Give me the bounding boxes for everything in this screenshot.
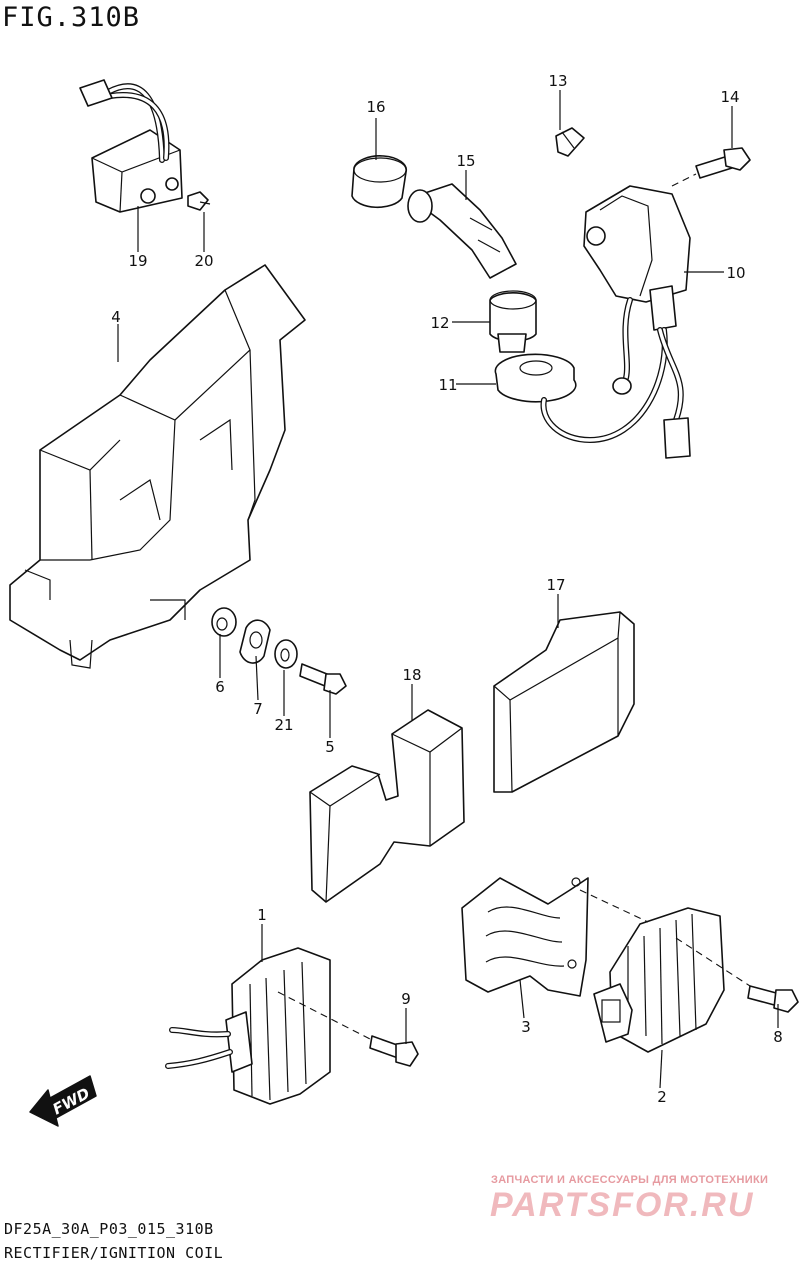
callout-2: 2: [657, 1088, 667, 1106]
callout-10: 10: [726, 264, 745, 282]
leader-lines: [117, 90, 779, 1089]
part-2-rectifier[interactable]: [593, 907, 725, 1053]
part-5-bolt[interactable]: [299, 663, 347, 695]
callout-labels: 1 2 3 4 5 6 7 8 9 10 11 12 13 14 15 16 1…: [111, 72, 783, 1106]
part-21-washer[interactable]: [274, 639, 298, 669]
callout-12: 12: [430, 314, 449, 332]
callout-18: 18: [402, 666, 421, 684]
callout-20: 20: [194, 252, 213, 270]
callout-8: 8: [773, 1028, 783, 1046]
callout-7: 7: [253, 700, 263, 718]
callout-15: 15: [456, 152, 475, 170]
callout-19: 19: [128, 252, 147, 270]
watermark-logo: PARTSFOR.RU: [490, 1186, 755, 1224]
fwd-direction-badge: FWD: [29, 1075, 97, 1127]
callout-14: 14: [720, 88, 739, 106]
watermark-tagline: ЗАПЧАСТИ И АКСЕССУАРЫ ДЛЯ МОТОТЕХНИКИ: [491, 1174, 769, 1186]
part-1-rectifier[interactable]: [165, 947, 331, 1105]
part-18-cushion[interactable]: [309, 709, 465, 903]
part-8-bolt[interactable]: [747, 985, 799, 1013]
part-16-cap[interactable]: [351, 155, 408, 209]
callout-5: 5: [325, 738, 335, 756]
callout-6: 6: [215, 678, 225, 696]
callout-4: 4: [111, 308, 121, 326]
callout-3: 3: [521, 1018, 531, 1036]
callout-21: 21: [274, 716, 293, 734]
part-12-plug-cap[interactable]: [489, 290, 537, 353]
callout-13: 13: [548, 72, 567, 90]
callout-11: 11: [438, 376, 457, 394]
part-9-bolt[interactable]: [369, 1035, 419, 1067]
callout-17: 17: [546, 576, 565, 594]
part-11-grommet[interactable]: [494, 353, 577, 403]
part-20-bolt[interactable]: [187, 191, 211, 211]
part-4-bracket[interactable]: [9, 264, 306, 669]
callout-9: 9: [401, 990, 411, 1008]
part-15-plug-boot[interactable]: [407, 183, 517, 279]
part-17-cdi-unit[interactable]: [493, 611, 635, 793]
model-code: DF25A_30A_P03_015_310B: [4, 1220, 214, 1238]
part-7-collar[interactable]: [239, 619, 271, 664]
callout-1: 1: [257, 906, 267, 924]
part-6-grommet[interactable]: [211, 607, 237, 637]
section-name: RECTIFIER/IGNITION COIL: [4, 1244, 224, 1262]
part-10-ignition-coil[interactable]: [540, 185, 691, 459]
part-3-plate[interactable]: [461, 877, 589, 997]
part-19-relay-unit[interactable]: [79, 79, 183, 213]
part-13-clip[interactable]: [555, 127, 585, 157]
part-14-bolt[interactable]: [695, 147, 751, 179]
figure-title: FIG.310B: [2, 2, 141, 33]
assembly-lines: [277, 173, 751, 1041]
callout-16: 16: [366, 98, 385, 116]
